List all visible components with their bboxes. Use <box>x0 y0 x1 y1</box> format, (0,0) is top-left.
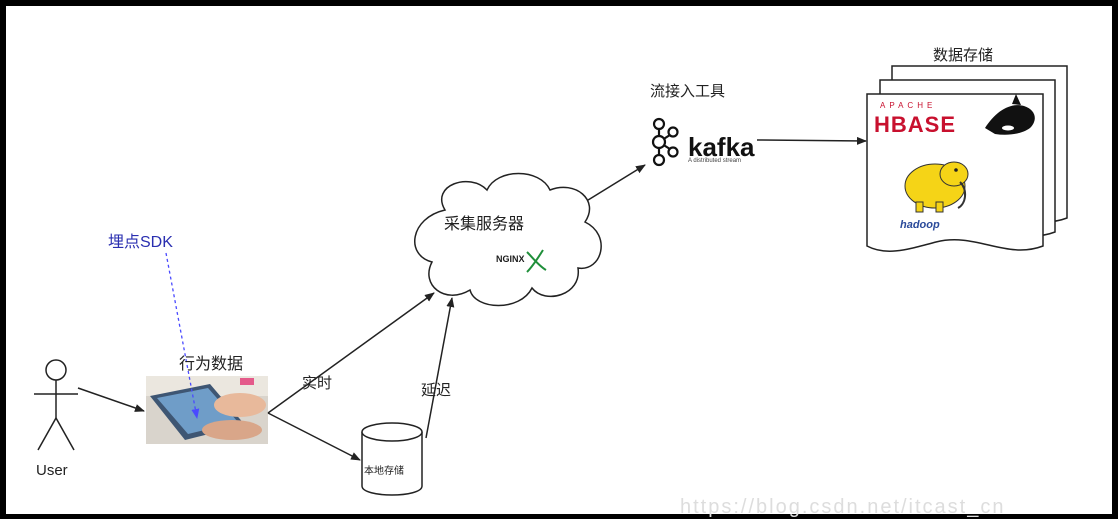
to-local-storage-arrow <box>267 412 361 461</box>
hbase-wordmark: HBASE <box>874 112 957 137</box>
realtime-arrow <box>267 292 435 414</box>
kafka-to-storage-arrow <box>756 136 867 145</box>
tablet-photo-icon <box>146 376 268 444</box>
delay-arrow <box>425 297 455 439</box>
collect-server-label: 采集服务器 <box>444 216 525 233</box>
hadoop-elephant-icon <box>904 161 969 213</box>
realtime-label: 实时 <box>302 375 333 392</box>
apache-label: APACHE <box>880 101 937 110</box>
sdk-label: 埋点SDK <box>108 234 173 251</box>
kafka-tagline: A distributed stream <box>688 158 742 164</box>
watermark: https://blog.csdn.net/itcast_cn <box>680 496 1006 518</box>
cloud-icon <box>414 172 602 307</box>
document-stack-icon <box>866 65 1068 252</box>
user-stick-figure-icon <box>34 359 78 451</box>
delay-label: 延迟 <box>421 382 452 399</box>
collect-to-kafka-arrow <box>579 164 646 206</box>
nginx-label: NGINX <box>496 254 525 264</box>
user-label: User <box>36 462 68 479</box>
user-to-behavior-arrow <box>77 387 145 412</box>
sdk-dashed-arrow <box>165 252 200 419</box>
hadoop-wordmark: hadoop <box>900 219 940 231</box>
orca-icon <box>985 94 1035 135</box>
kafka-logo-icon <box>651 117 679 167</box>
data-storage-label: 数据存储 <box>933 47 994 64</box>
stream-tool-label: 流接入工具 <box>650 83 726 100</box>
behavior-data-label: 行为数据 <box>179 356 244 373</box>
database-cylinder-icon <box>361 422 423 496</box>
kafka-wordmark: kafka <box>688 132 755 162</box>
nginx-logo-icon <box>526 249 547 273</box>
local-storage-label: 本地存储 <box>364 466 404 477</box>
